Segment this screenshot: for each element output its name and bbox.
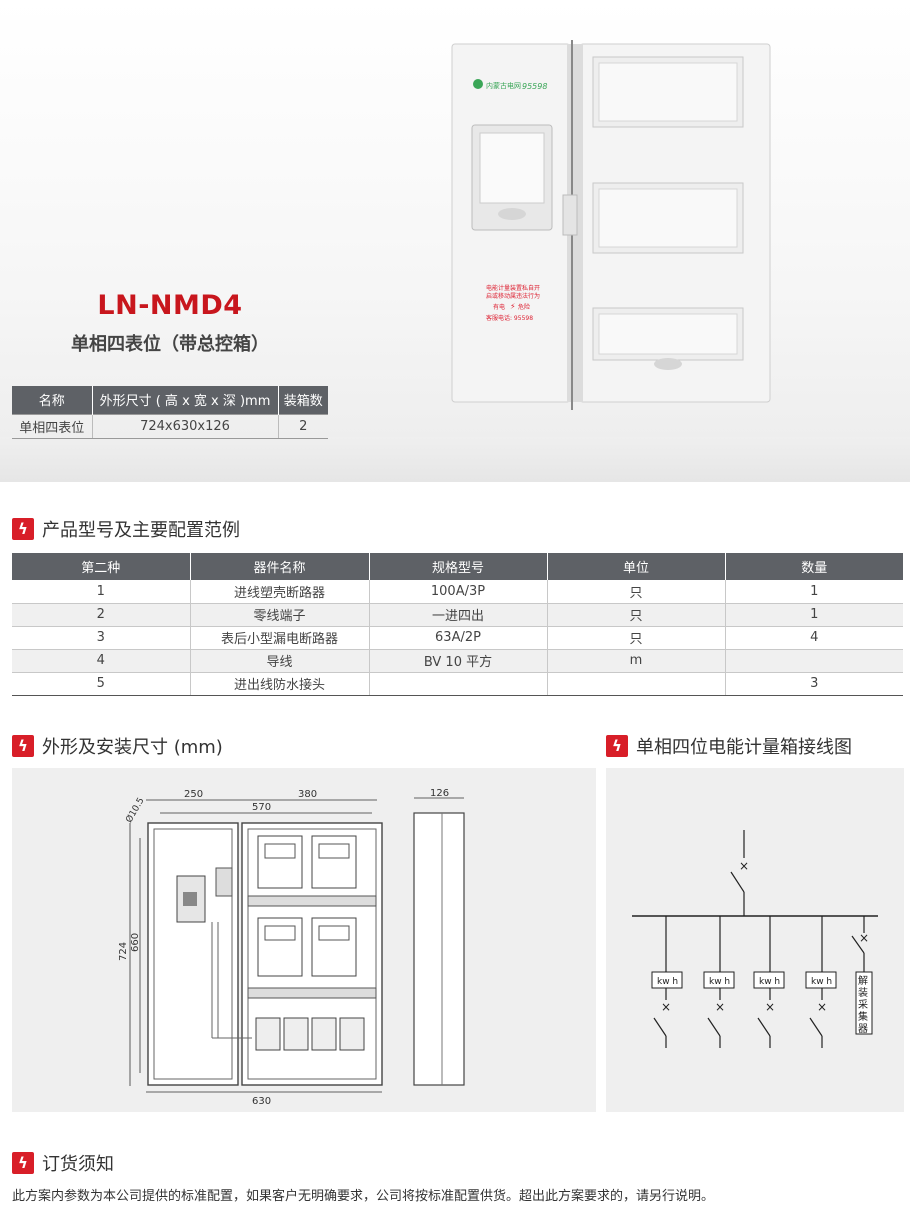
- service-line: 客服电话: 95598: [486, 314, 533, 322]
- cfg-cell: 3: [725, 672, 903, 696]
- dim-630: 630: [252, 1096, 271, 1107]
- collector-char: 器: [858, 1023, 868, 1035]
- cfg-cell: 零线端子: [190, 603, 370, 627]
- wiring-diagram-panel: × × kw h kw h kw h kw h 解 装 采 集 器: [606, 768, 904, 1112]
- dim-660: 660: [130, 933, 141, 952]
- table-row: 1 进线塑壳断路器 100A/3P 只 1: [12, 580, 903, 604]
- danger-label: 有电: [493, 303, 505, 311]
- cfg-cell: 100A/3P: [369, 580, 548, 604]
- cfg-cell: 63A/2P: [369, 626, 548, 650]
- dims-section-title: ϟ 外形及安装尺寸 (mm): [12, 733, 223, 759]
- model-title: LN-NMD4: [97, 290, 243, 321]
- table-row: 5 进出线防水接头 3: [12, 672, 903, 696]
- meter-label: kw h: [759, 977, 780, 987]
- spec-cell-size: 724x630x126: [92, 413, 279, 439]
- wiring-diagram: × × kw h kw h kw h kw h 解 装 采 集 器: [632, 830, 878, 1048]
- dim-126: 126: [430, 788, 449, 799]
- collector-char: 解: [858, 974, 868, 987]
- collector-char: 装: [858, 986, 868, 999]
- brand-logo: 95598: [522, 82, 547, 91]
- table-row: 2 零线端子 一进四出 只 1: [12, 603, 903, 627]
- cfg-cell: 进出线防水接头: [190, 672, 370, 696]
- spec-header-count: 装箱数: [278, 386, 328, 414]
- brand-text: 内蒙古电网: [486, 81, 521, 90]
- order-note: 此方案内参数为本公司提供的标准配置，如果客户无明确要求，公司将按标准配置供货。超…: [12, 1189, 715, 1204]
- dimension-drawing-panel: 250 380 570 Ø10.5 724 660 630: [12, 768, 596, 1112]
- dims-title-text: 外形及安装尺寸 (mm): [42, 737, 223, 758]
- cfg-cell: 导线: [190, 649, 370, 673]
- cfg-cell: 进线塑壳断路器: [190, 580, 370, 604]
- dimension-drawing: 250 380 570 Ø10.5 724 660 630: [118, 788, 465, 1107]
- cfg-cell: 2: [12, 603, 191, 627]
- lightning-mark-icon: ⚡: [510, 302, 516, 311]
- cfg-cell: m: [547, 649, 726, 673]
- svg-text:×: ×: [765, 1000, 775, 1014]
- model-subtitle: 单相四表位（带总控箱）: [71, 334, 269, 355]
- cfg-cell: [725, 649, 903, 673]
- spec-header-size: 外形尺寸 ( 高 x 宽 x 深 )mm: [92, 386, 279, 414]
- cfg-cell: 只: [547, 580, 726, 604]
- cfg-cell: 1: [725, 603, 903, 627]
- cfg-cell: 一进四出: [369, 603, 548, 627]
- wiring-title-text: 单相四位电能计量箱接线图: [636, 737, 852, 758]
- cfg-cell: [369, 672, 548, 696]
- hero-floor: [0, 437, 910, 482]
- cfg-header: 第二种: [12, 553, 191, 580]
- lightning-icon: ϟ: [12, 1152, 34, 1174]
- cfg-cell: 4: [12, 649, 191, 673]
- dim-250: 250: [184, 789, 203, 800]
- spec-header-name: 名称: [12, 386, 93, 414]
- cfg-cell: 只: [547, 626, 726, 650]
- cfg-header: 单位: [547, 553, 726, 580]
- warning-line-2: 启或移动属违法行为: [486, 292, 540, 300]
- cfg-cell: 只: [547, 603, 726, 627]
- dim-724: 724: [118, 942, 129, 961]
- cfg-cell: [547, 672, 726, 696]
- svg-text:×: ×: [817, 1000, 827, 1014]
- spec-table: 名称 外形尺寸 ( 高 x 宽 x 深 )mm 装箱数 单相四表位 724x63…: [12, 386, 328, 439]
- table-row: 4 导线 BV 10 平方 m: [12, 649, 903, 673]
- cfg-header: 数量: [725, 553, 903, 580]
- table-row: 3 表后小型漏电断路器 63A/2P 只 4: [12, 626, 903, 650]
- lightning-icon: ϟ: [606, 735, 628, 757]
- hero-banner: 内蒙古电网 95598 电能计量装置私自开 启或移动属违法行为 有电 ⚡ 危险 …: [0, 0, 910, 482]
- config-section-title: ϟ 产品型号及主要配置范例: [12, 516, 240, 542]
- spec-cell-count: 2: [278, 413, 328, 439]
- collector-char: 集: [858, 1010, 868, 1023]
- order-title-text: 订货须知: [42, 1154, 114, 1175]
- config-title-text: 产品型号及主要配置范例: [42, 520, 240, 541]
- meter-label: kw h: [811, 977, 832, 987]
- svg-text:×: ×: [859, 931, 869, 945]
- cfg-header: 器件名称: [190, 553, 370, 580]
- order-section-title: ϟ 订货须知: [12, 1150, 114, 1176]
- dim-380: 380: [298, 789, 317, 800]
- wiring-section-title: ϟ 单相四位电能计量箱接线图: [606, 733, 852, 759]
- meter-label: kw h: [657, 977, 678, 987]
- svg-text:×: ×: [715, 1000, 725, 1014]
- cfg-cell: BV 10 平方: [369, 649, 548, 673]
- cfg-cell: 5: [12, 672, 191, 696]
- cfg-header: 规格型号: [369, 553, 548, 580]
- danger-label-2: 危险: [518, 303, 530, 311]
- dim-570: 570: [252, 802, 271, 813]
- lightning-icon: ϟ: [12, 735, 34, 757]
- cfg-cell: 表后小型漏电断路器: [190, 626, 370, 650]
- meter-label: kw h: [709, 977, 730, 987]
- warning-line-1: 电能计量装置私自开: [486, 284, 540, 292]
- spec-cell-name: 单相四表位: [12, 413, 93, 439]
- lightning-icon: ϟ: [12, 518, 34, 540]
- collector-char: 采: [858, 999, 868, 1011]
- cfg-cell: 1: [725, 580, 903, 604]
- cfg-cell: 1: [12, 580, 191, 604]
- dim-hole: Ø10.5: [124, 796, 147, 825]
- config-table: 第二种 器件名称 规格型号 单位 数量 1 进线塑壳断路器 100A/3P 只 …: [12, 553, 903, 696]
- meter-cabinet-photo: 内蒙古电网 95598 电能计量装置私自开 启或移动属违法行为 有电 ⚡ 危险 …: [451, 40, 771, 410]
- svg-text:×: ×: [661, 1000, 671, 1014]
- cfg-cell: 4: [725, 626, 903, 650]
- cfg-cell: 3: [12, 626, 191, 650]
- svg-text:×: ×: [739, 859, 749, 873]
